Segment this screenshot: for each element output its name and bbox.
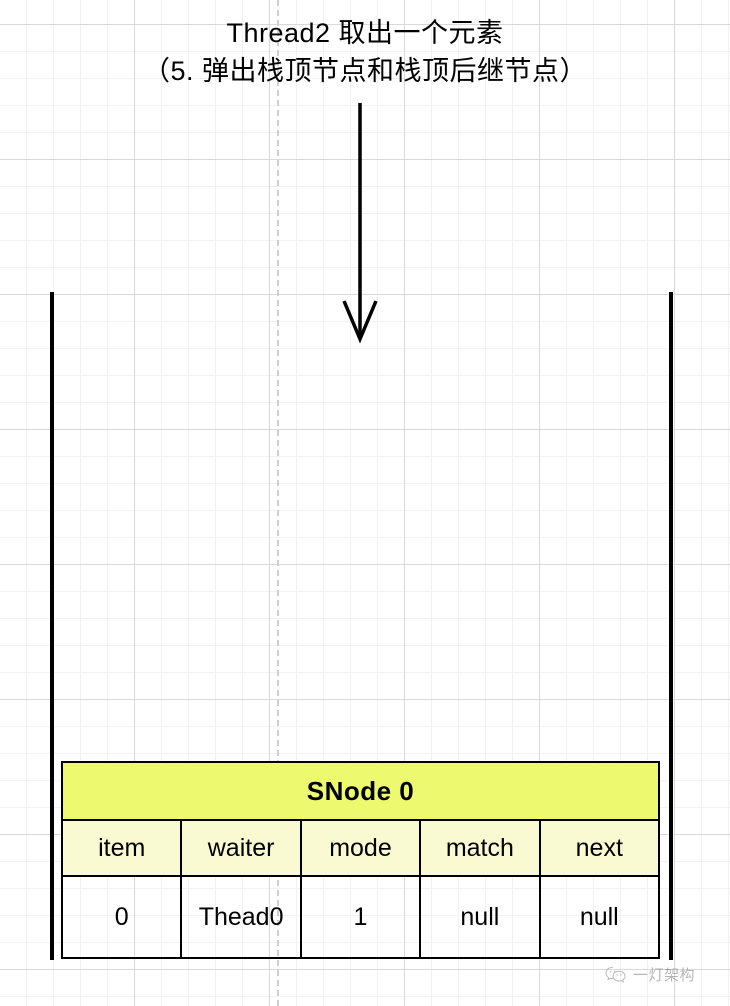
field-value-item: 0 xyxy=(60,875,183,959)
snode-0-table: SNode 0 item waiter mode match next 0 Th… xyxy=(60,761,661,959)
field-header-waiter: waiter xyxy=(180,819,302,877)
title-line-2: （5. 弹出栈顶节点和栈顶后继节点） xyxy=(142,56,588,87)
field-value-waiter: Thead0 xyxy=(180,875,302,959)
snode-value-row: 0 Thead0 1 null null xyxy=(60,875,661,959)
stack-right-wall xyxy=(669,292,673,960)
diagram-title: Thread2 取出一个元素 （5. 弹出栈顶节点和栈顶后继节点） xyxy=(0,14,730,91)
snode-field-row: item waiter mode match next xyxy=(60,819,661,877)
snode-title: SNode 0 xyxy=(61,761,660,821)
field-header-mode: mode xyxy=(299,819,422,877)
field-header-match: match xyxy=(419,819,541,877)
pop-arrow-icon xyxy=(342,103,378,344)
field-value-next: null xyxy=(538,875,661,959)
pop-arrow xyxy=(330,100,390,345)
field-header-next: next xyxy=(538,819,661,877)
field-header-item: item xyxy=(60,819,183,877)
wechat-icon xyxy=(605,966,626,983)
field-value-match: null xyxy=(419,875,541,959)
title-line-1: Thread2 取出一个元素 xyxy=(226,18,504,48)
stack-left-wall xyxy=(50,292,54,960)
watermark-text: 一灯架构 xyxy=(633,967,696,984)
field-value-mode: 1 xyxy=(299,875,422,959)
snode-title-row: SNode 0 xyxy=(61,761,660,821)
watermark: 一灯架构 xyxy=(604,964,695,985)
page-guide-line xyxy=(277,0,279,1006)
